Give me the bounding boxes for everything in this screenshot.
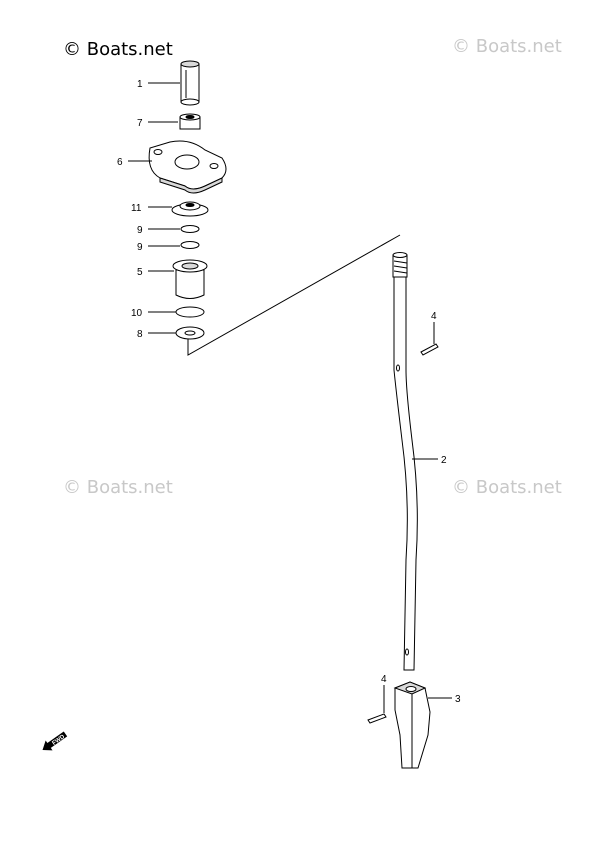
fwd-direction-badge: FWD (42, 731, 68, 751)
callout-6: 6 (117, 157, 123, 168)
watermark-main: © Boats.net (63, 39, 173, 60)
part-3-shift-arm (393, 681, 431, 769)
part-6-flange-plate (148, 140, 227, 194)
callout-4b: 4 (381, 674, 387, 685)
part-7-nut (179, 113, 201, 130)
callout-8: 8 (137, 329, 143, 340)
callout-7: 7 (137, 118, 143, 129)
watermark-faint-top-right: © Boats.net (452, 36, 562, 57)
watermark-faint-mid-right: © Boats.net (452, 477, 562, 498)
callout-10: 10 (131, 308, 143, 319)
part-10-o-ring (175, 306, 205, 318)
callout-11: 11 (131, 203, 142, 214)
part-1-sleeve (180, 60, 200, 106)
part-5-bushing-cup (172, 259, 208, 299)
callout-9a: 9 (137, 225, 143, 236)
assembly-bracket-line (187, 234, 401, 356)
fwd-arrow-icon (42, 731, 68, 751)
callout-2: 2 (441, 455, 447, 466)
callout-4a: 4 (431, 311, 437, 322)
callout-3: 3 (455, 694, 461, 705)
part-4-pin-lower (367, 713, 387, 724)
callout-1: 1 (137, 79, 143, 90)
part-2-shift-rod (392, 252, 418, 671)
callout-9b: 9 (137, 242, 143, 253)
part-4-pin-upper (420, 343, 439, 356)
watermark-faint-mid-left: © Boats.net (63, 477, 173, 498)
part-9-o-ring-upper (180, 225, 200, 233)
part-8-washer (175, 326, 205, 340)
part-9-o-ring-lower (180, 241, 200, 249)
part-11-bushing (171, 201, 209, 217)
callout-5: 5 (137, 267, 143, 278)
